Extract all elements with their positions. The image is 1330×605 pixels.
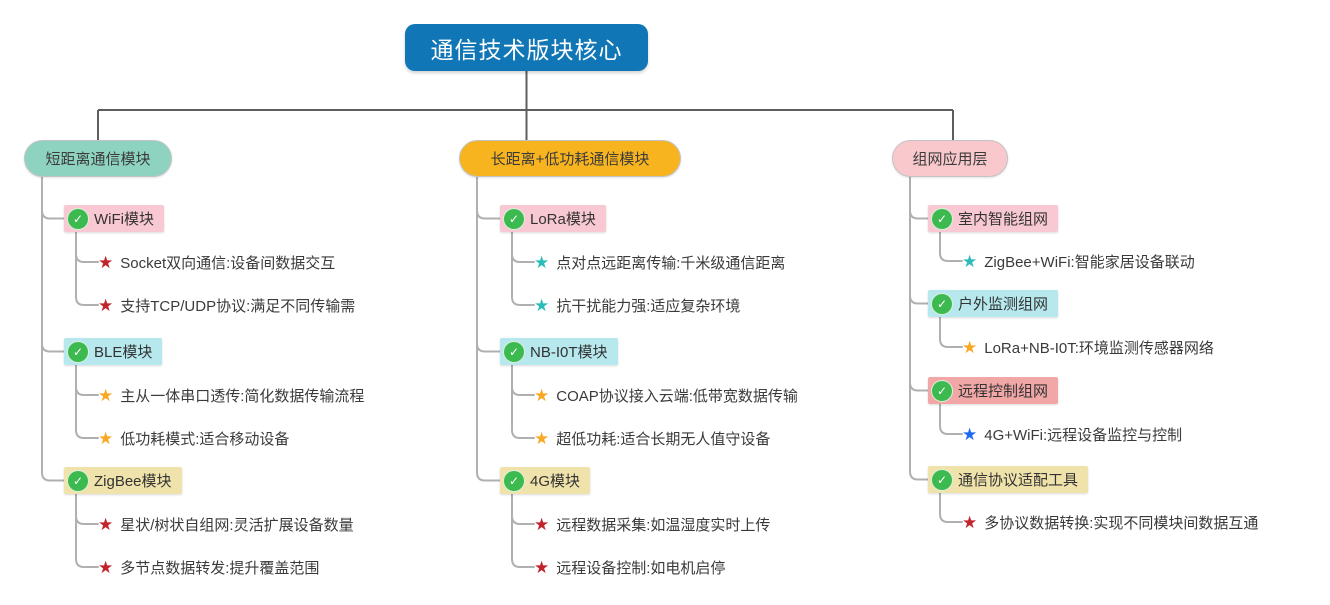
node-label: LoRa模块: [530, 211, 596, 228]
node-label: ZigBee模块: [94, 473, 172, 490]
node-outdoor-monitor-network[interactable]: ✓ 户外监测组网: [928, 290, 1059, 317]
node-protocol-adapter-tool[interactable]: ✓ 通信协议适配工具: [928, 466, 1089, 493]
node-label: NB-I0T模块: [530, 344, 608, 361]
leaf-text: COAP协议接入云端:低带宽数据传输: [556, 387, 798, 405]
leaf-text: LoRa+NB-I0T:环境监测传感器网络: [984, 339, 1214, 357]
leaf-item[interactable]: ★ 超低功耗:适合长期无人值守设备: [534, 425, 770, 451]
leaf-item[interactable]: ★ 远程设备控制:如电机启停: [534, 554, 725, 580]
check-icon: ✓: [503, 340, 525, 363]
check-icon: ✓: [67, 207, 89, 230]
leaf-item[interactable]: ★ 低功耗模式:适合移动设备: [98, 425, 289, 451]
leaf-item[interactable]: ★ LoRa+NB-I0T:环境监测传感器网络: [962, 334, 1214, 360]
node-4g-module[interactable]: ✓ 4G模块: [500, 467, 591, 494]
leaf-text: 星状/树状自组网:灵活扩展设备数量: [120, 516, 354, 534]
node-label: 4G模块: [530, 473, 581, 490]
root-node[interactable]: 通信技术版块核心: [405, 24, 648, 71]
leaf-text: Socket双向通信:设备间数据交互: [120, 254, 336, 272]
node-nbiot-module[interactable]: ✓ NB-I0T模块: [500, 338, 618, 365]
leaf-item[interactable]: ★ 4G+WiFi:远程设备监控与控制: [962, 421, 1182, 447]
branch-label: 组网应用层: [912, 151, 988, 168]
node-remote-control-network[interactable]: ✓ 远程控制组网: [928, 377, 1059, 404]
star-icon: ★: [534, 557, 550, 577]
branch-short-range[interactable]: 短距离通信模块: [24, 140, 172, 177]
star-icon: ★: [98, 385, 114, 405]
leaf-item[interactable]: ★ 远程数据采集:如温湿度实时上传: [534, 511, 770, 537]
star-icon: ★: [534, 252, 550, 272]
leaf-item[interactable]: ★ 主从一体串口透传:简化数据传输流程: [98, 382, 364, 408]
leaf-text: 主从一体串口透传:简化数据传输流程: [120, 387, 365, 405]
leaf-text: 支持TCP/UDP协议:满足不同传输需: [120, 297, 356, 315]
branch-connectors: [41, 176, 963, 568]
branch-long-range-low-power[interactable]: 长距离+低功耗通信模块: [459, 140, 681, 177]
node-label: BLE模块: [94, 344, 153, 361]
check-icon: ✓: [503, 469, 525, 492]
branch-label: 长距离+低功耗通信模块: [490, 151, 650, 168]
root-label: 通信技术版块核心: [430, 36, 623, 63]
node-label: 户外监测组网: [958, 296, 1049, 313]
check-icon: ✓: [503, 207, 525, 230]
star-icon: ★: [962, 512, 978, 532]
leaf-item[interactable]: ★ 抗干扰能力强:适应复杂环境: [534, 292, 740, 318]
star-icon: ★: [534, 295, 550, 315]
star-icon: ★: [98, 557, 114, 577]
leaf-text: 超低功耗:适合长期无人值守设备: [556, 430, 771, 448]
star-icon: ★: [98, 252, 114, 272]
leaf-item[interactable]: ★ 多协议数据转换:实现不同模块间数据互通: [962, 509, 1258, 535]
branch-networking-layer[interactable]: 组网应用层: [892, 140, 1008, 177]
star-icon: ★: [98, 428, 114, 448]
check-icon: ✓: [931, 292, 953, 315]
check-icon: ✓: [931, 207, 953, 230]
node-lora-module[interactable]: ✓ LoRa模块: [500, 205, 606, 232]
node-wifi-module[interactable]: ✓ WiFi模块: [64, 205, 164, 232]
check-icon: ✓: [67, 340, 89, 363]
root-connectors: [97, 71, 954, 140]
leaf-item[interactable]: ★ ZigBee+WiFi:智能家居设备联动: [962, 248, 1195, 274]
star-icon: ★: [534, 428, 550, 448]
leaf-text: 多节点数据转发:提升覆盖范围: [120, 559, 320, 577]
star-icon: ★: [962, 251, 978, 271]
leaf-text: 点对点远距离传输:千米级通信距离: [556, 254, 786, 272]
leaf-text: 远程设备控制:如电机启停: [556, 559, 726, 577]
leaf-text: 4G+WiFi:远程设备监控与控制: [984, 426, 1183, 444]
star-icon: ★: [98, 295, 114, 315]
node-label: WiFi模块: [94, 211, 154, 228]
star-icon: ★: [98, 514, 114, 534]
node-zigbee-module[interactable]: ✓ ZigBee模块: [64, 467, 182, 494]
star-icon: ★: [534, 385, 550, 405]
leaf-item[interactable]: ★ Socket双向通信:设备间数据交互: [98, 249, 335, 275]
node-ble-module[interactable]: ✓ BLE模块: [64, 338, 163, 365]
star-icon: ★: [962, 337, 978, 357]
leaf-item[interactable]: ★ 星状/树状自组网:灵活扩展设备数量: [98, 511, 354, 537]
branch-label: 短距离通信模块: [45, 151, 151, 168]
leaf-item[interactable]: ★ 支持TCP/UDP协议:满足不同传输需: [98, 292, 355, 318]
leaf-text: ZigBee+WiFi:智能家居设备联动: [984, 253, 1195, 271]
node-indoor-smart-network[interactable]: ✓ 室内智能组网: [928, 205, 1059, 232]
leaf-item[interactable]: ★ COAP协议接入云端:低带宽数据传输: [534, 382, 798, 408]
check-icon: ✓: [931, 468, 953, 491]
check-icon: ✓: [931, 379, 953, 402]
node-label: 通信协议适配工具: [958, 472, 1079, 489]
check-icon: ✓: [67, 469, 89, 492]
leaf-item[interactable]: ★ 多节点数据转发:提升覆盖范围: [98, 554, 319, 580]
node-label: 室内智能组网: [958, 211, 1049, 228]
star-icon: ★: [962, 424, 978, 444]
leaf-text: 低功耗模式:适合移动设备: [120, 430, 290, 448]
leaf-text: 多协议数据转换:实现不同模块间数据互通: [984, 514, 1259, 532]
leaf-item[interactable]: ★ 点对点远距离传输:千米级通信距离: [534, 249, 785, 275]
star-icon: ★: [534, 514, 550, 534]
leaf-text: 抗干扰能力强:适应复杂环境: [556, 297, 741, 315]
leaf-text: 远程数据采集:如温湿度实时上传: [556, 516, 771, 534]
node-label: 远程控制组网: [958, 383, 1049, 400]
